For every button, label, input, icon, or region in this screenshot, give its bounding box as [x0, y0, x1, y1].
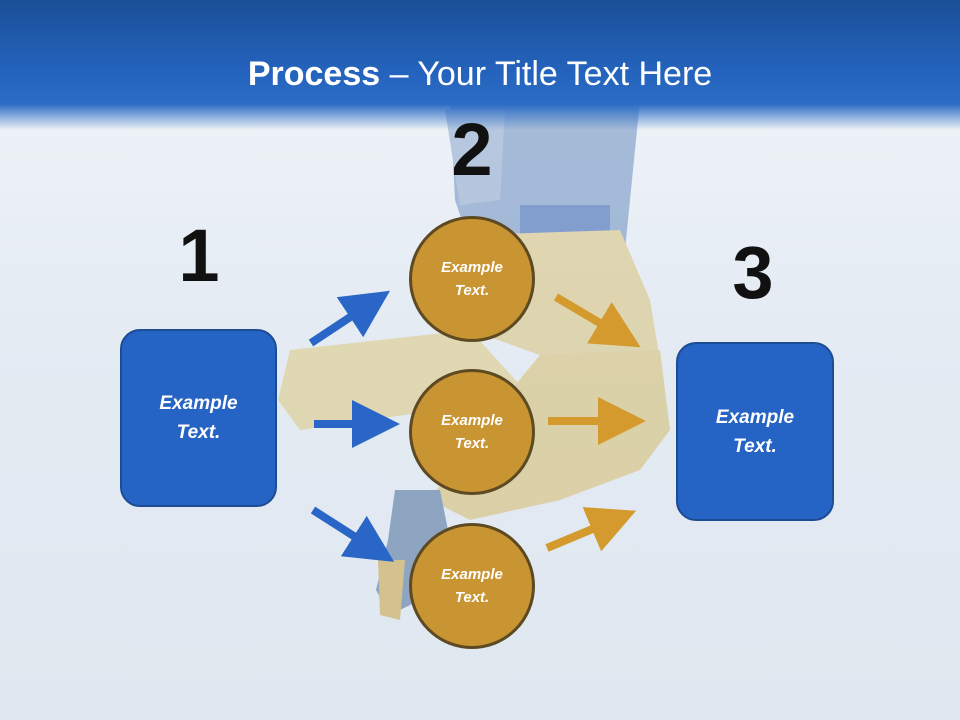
step-1-box-text: Example Text. — [159, 393, 238, 443]
circle-top-text: Example Text. — [441, 259, 503, 299]
circle-bottom-text: Example Text. — [441, 566, 503, 606]
title-rest: – Your Title Text Here — [380, 55, 713, 93]
step-1-box: Example Text. — [120, 329, 277, 507]
slide-title: Process – Your Title Text Here — [0, 52, 960, 96]
step-3-box-text: Example Text. — [715, 406, 795, 457]
gold-arrow-up — [545, 507, 637, 552]
title-bold: Process — [247, 55, 381, 93]
blue-arrow-down — [310, 506, 395, 562]
step-number-2: 2 — [451, 108, 493, 191]
step-2-circle-top: Example Text. — [409, 216, 535, 342]
step-number-1: 1 — [178, 214, 220, 297]
step-2-circle-bottom: Example Text. — [409, 523, 535, 649]
gold-arrow-down — [553, 293, 641, 348]
step-3-box: Example Text. — [676, 342, 834, 521]
step-number-3: 3 — [732, 231, 774, 314]
blue-arrow-up — [308, 290, 391, 347]
circle-middle-text: Example Text. — [441, 412, 503, 452]
title-bar — [0, 0, 960, 130]
step-2-circle-middle: Example Text. — [409, 369, 535, 495]
